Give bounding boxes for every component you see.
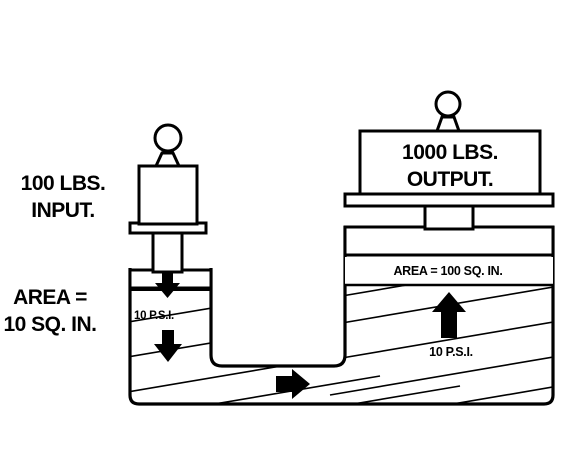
output-pressure-arrow [432, 292, 466, 338]
flow-direction-arrow [276, 369, 310, 399]
input-weight-knob [153, 123, 183, 153]
input-pressure-label: 10 P.S.I. [134, 310, 174, 322]
output-label-line1: 1000 LBS. [402, 141, 498, 164]
output-area-label: AREA = 100 SQ. IN. [393, 264, 502, 278]
output-weight-knob [434, 90, 462, 118]
input-area-label-line1: AREA = [13, 286, 87, 309]
output-piston [343, 90, 555, 257]
input-piston [128, 123, 213, 290]
output-pressure-label: 10 P.S.I. [429, 345, 473, 359]
input-label-line2: INPUT. [31, 199, 95, 222]
output-platform [343, 192, 555, 208]
input-area-label-line2: 10 SQ. IN. [3, 313, 96, 336]
output-piston-head [343, 225, 555, 257]
vessel [128, 226, 555, 406]
input-weight-block [137, 164, 199, 226]
output-label-line2: OUTPUT. [407, 168, 493, 191]
input-piston-rod [151, 230, 184, 274]
output-piston-rod [423, 203, 475, 231]
input-label-line1: 100 LBS. [21, 172, 106, 195]
input-weight-neck [153, 151, 182, 168]
flow-arrows [154, 272, 466, 399]
input-pressure-arrow [154, 330, 182, 362]
output-weight-neck [434, 115, 462, 133]
input-force-arrow [155, 272, 180, 298]
